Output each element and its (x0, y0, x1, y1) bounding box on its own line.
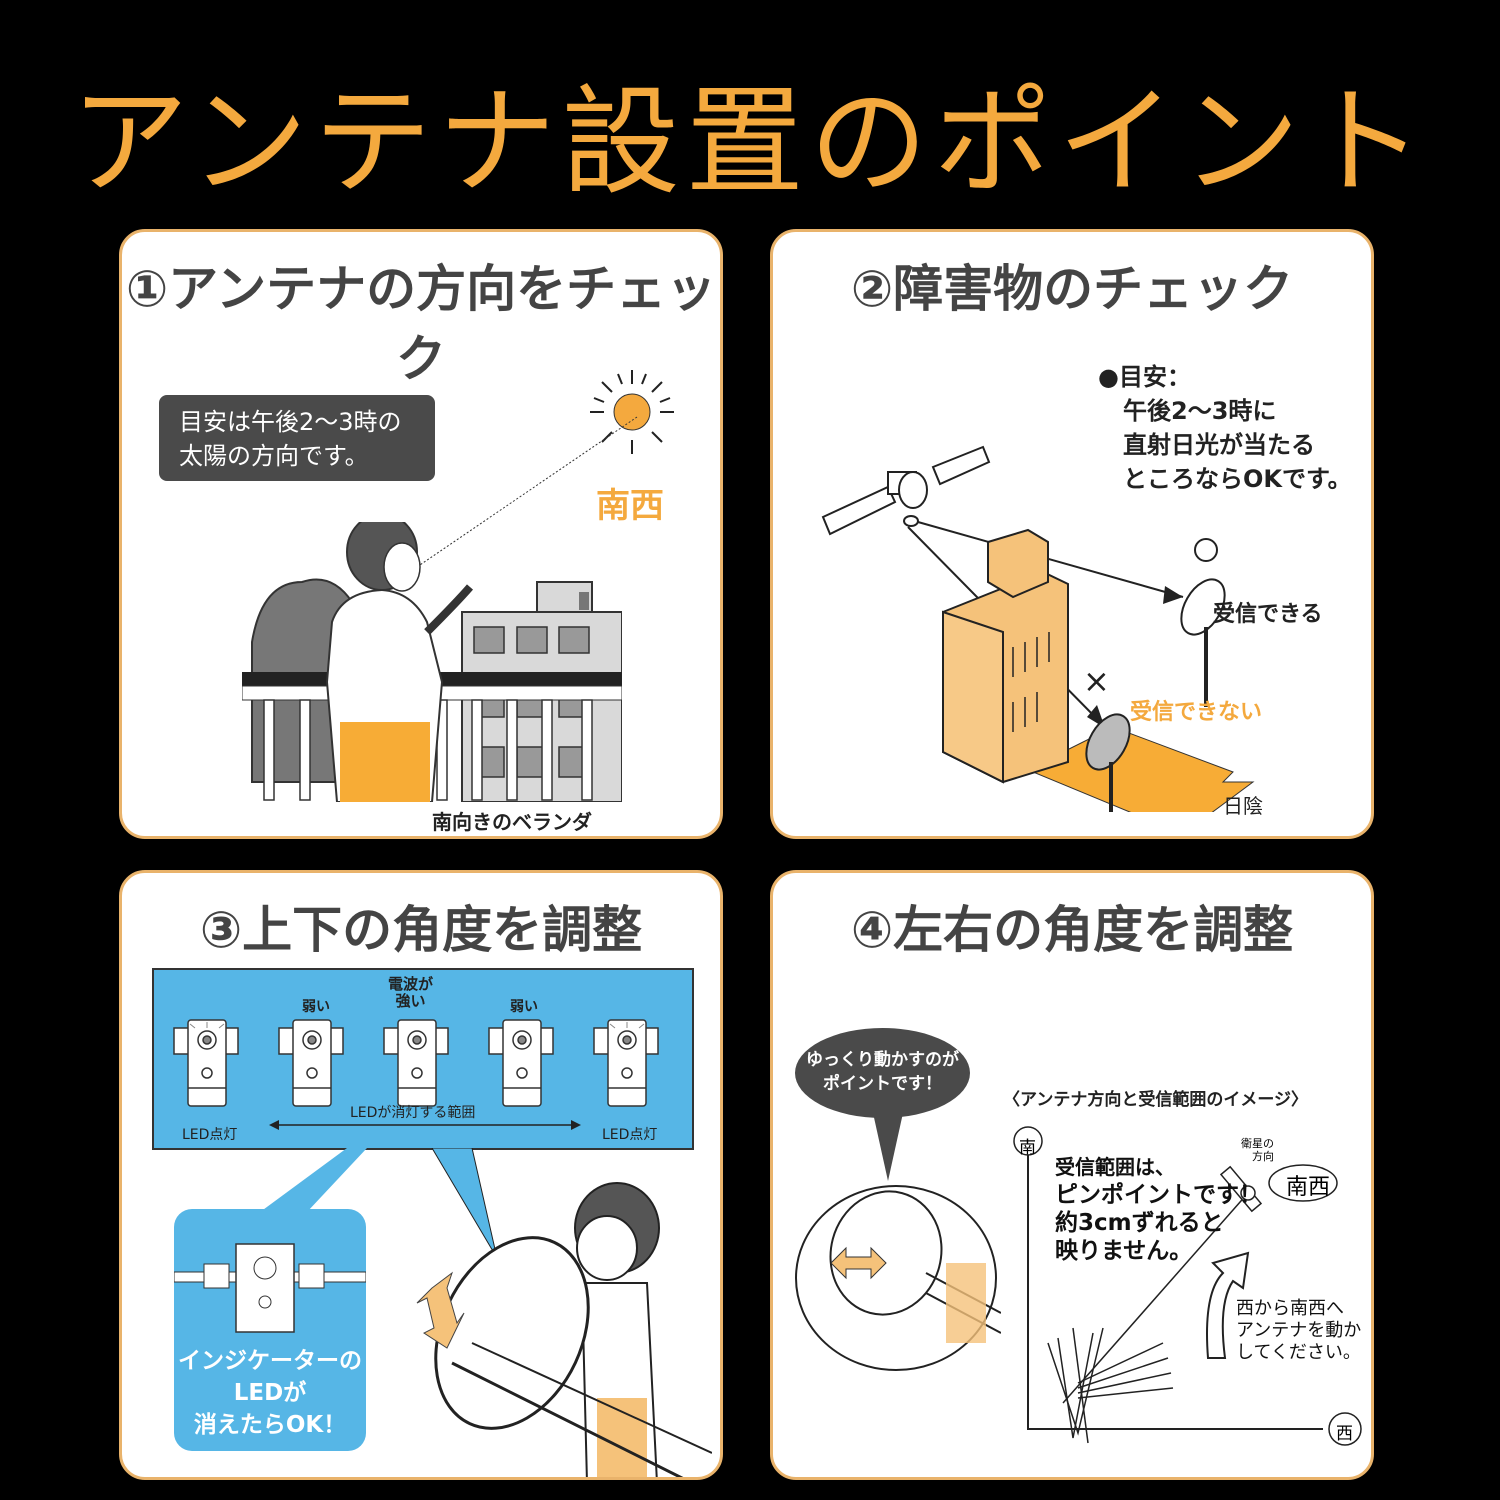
satellite-label-line: 衛星の (1241, 1137, 1274, 1150)
satellite-icon (821, 445, 991, 536)
satellite-label-line: 方向 (1252, 1150, 1274, 1163)
callout-line: 消えたらOK！ (193, 1412, 347, 1438)
panel-title: ②障害物のチェック (850, 260, 1294, 318)
indicator-icon (174, 1243, 366, 1333)
note-box: 目安は午後2〜3時の 太陽の方向です。 (159, 395, 435, 481)
west-label: 西 (1336, 1424, 1353, 1444)
dish-adjust-illustration (416, 1182, 712, 1477)
ng-label: 受信できない (1130, 700, 1263, 725)
caption: 南向きのベランダ (432, 810, 592, 834)
range-note-line: 映りません。 (1055, 1238, 1193, 1264)
balcony-illustration (242, 522, 622, 802)
range-note-line: ピンポイントです！ (1055, 1182, 1262, 1208)
south-label: 南 (1019, 1138, 1036, 1158)
callout-text: インジケーターの LEDが 消えたらOK！ (174, 1345, 366, 1441)
move-note-line: アンテナを動か (1236, 1320, 1362, 1341)
direction-diagram (1013, 1126, 1362, 1446)
strong-label-line: 強い (395, 992, 426, 1010)
ok-mark (1194, 538, 1218, 562)
speech-bubble: ゆっくり動かすのが ポイントです！ (795, 1028, 970, 1118)
led-on-label-right: LED点灯 (602, 1127, 658, 1143)
callout-line: LEDが (233, 1380, 307, 1406)
callout-line: インジケーターの (178, 1348, 362, 1374)
speech-bubble-tail (873, 1113, 903, 1181)
note-line: ●目安： (1098, 363, 1191, 391)
ng-mark: × (1083, 662, 1110, 700)
direction-label: 南西 (596, 486, 664, 526)
callout-tail (252, 1148, 498, 1259)
note-line: 太陽の方向です。 (179, 442, 369, 470)
indicator-diagram: 弱い 電波が 強い 弱い LED点灯 LED点灯 LEDが消灯する範囲 (152, 968, 694, 1150)
diagram-title: 〈アンテナ方向と受信範囲のイメージ〉 (1003, 1090, 1308, 1110)
panel-obstacle-check: ②障害物のチェック ●目安： 午後2〜3時に 直射日光が当たる ところならOKで… (770, 229, 1374, 839)
panel-title: ③上下の角度を調整 (199, 901, 643, 959)
panel-vertical-angle: ③上下の角度を調整 弱い 電波が 強い 弱い LED点灯 LED点灯 LEDが消… (119, 870, 723, 1480)
weak-label: 弱い (510, 999, 538, 1015)
indicator-row (173, 1019, 659, 1107)
obstacle-illustration: × (821, 445, 1255, 812)
strong-label-line: 電波が (388, 975, 434, 993)
range-label: LEDが消灯する範囲 (350, 1105, 476, 1121)
note-line: 午後2〜3時に (1123, 397, 1277, 425)
led-on-label-left: LED点灯 (182, 1127, 238, 1143)
strong-label: 電波が 強い (388, 976, 433, 1010)
range-note-line: 約3cmずれると (1055, 1210, 1224, 1236)
note: ●目安： 午後2〜3時に 直射日光が当たる ところならOKです。 (1098, 360, 1352, 496)
note-line: 目安は午後2〜3時の (179, 408, 402, 436)
page-title: アンテナ設置のポイント (70, 73, 1430, 211)
southwest-label: 南西 (1286, 1175, 1331, 1200)
speech-line: ポイントです！ (823, 1074, 942, 1094)
range-note-line: 受信範囲は、 (1055, 1155, 1175, 1179)
satellite-label: 衛星の 方向 (1241, 1137, 1274, 1163)
move-note: 西から南西へ アンテナを動か してください。 (1236, 1298, 1361, 1364)
ok-label: 受信できる (1213, 602, 1323, 627)
led-callout: インジケーターの LEDが 消えたらOK！ (174, 1209, 366, 1451)
move-note-line: してください。 (1236, 1342, 1361, 1363)
sight-line (416, 416, 638, 568)
shade-label: 日陰 (1223, 794, 1263, 818)
note-line: ところならOKです。 (1123, 465, 1352, 493)
note-line: 直射日光が当たる (1123, 431, 1315, 459)
weak-label: 弱い (302, 999, 330, 1015)
range-note: 受信範囲は、 ピンポイントです！ 約3cmずれると 映りません。 (1055, 1153, 1262, 1265)
panel-title: ④左右の角度を調整 (850, 901, 1294, 959)
dish-rotate-illustration (795, 1185, 1001, 1371)
move-note-line: 西から南西へ (1236, 1298, 1344, 1319)
panel-horizontal-angle: ④左右の角度を調整 ゆっくり動かすのが ポイントです！ 〈アンテナ方向と受信範囲… (770, 870, 1374, 1480)
speech-line: ゆっくり動かすのが (806, 1050, 959, 1070)
sun-icon (590, 370, 674, 454)
panel-antenna-direction: ①アンテナの方向をチェック 目安は午後2〜3時の 太陽の方向です。 南西 (119, 229, 723, 839)
panel-title: ①アンテナの方向をチェック (125, 260, 717, 388)
range-arrow (269, 1120, 581, 1130)
